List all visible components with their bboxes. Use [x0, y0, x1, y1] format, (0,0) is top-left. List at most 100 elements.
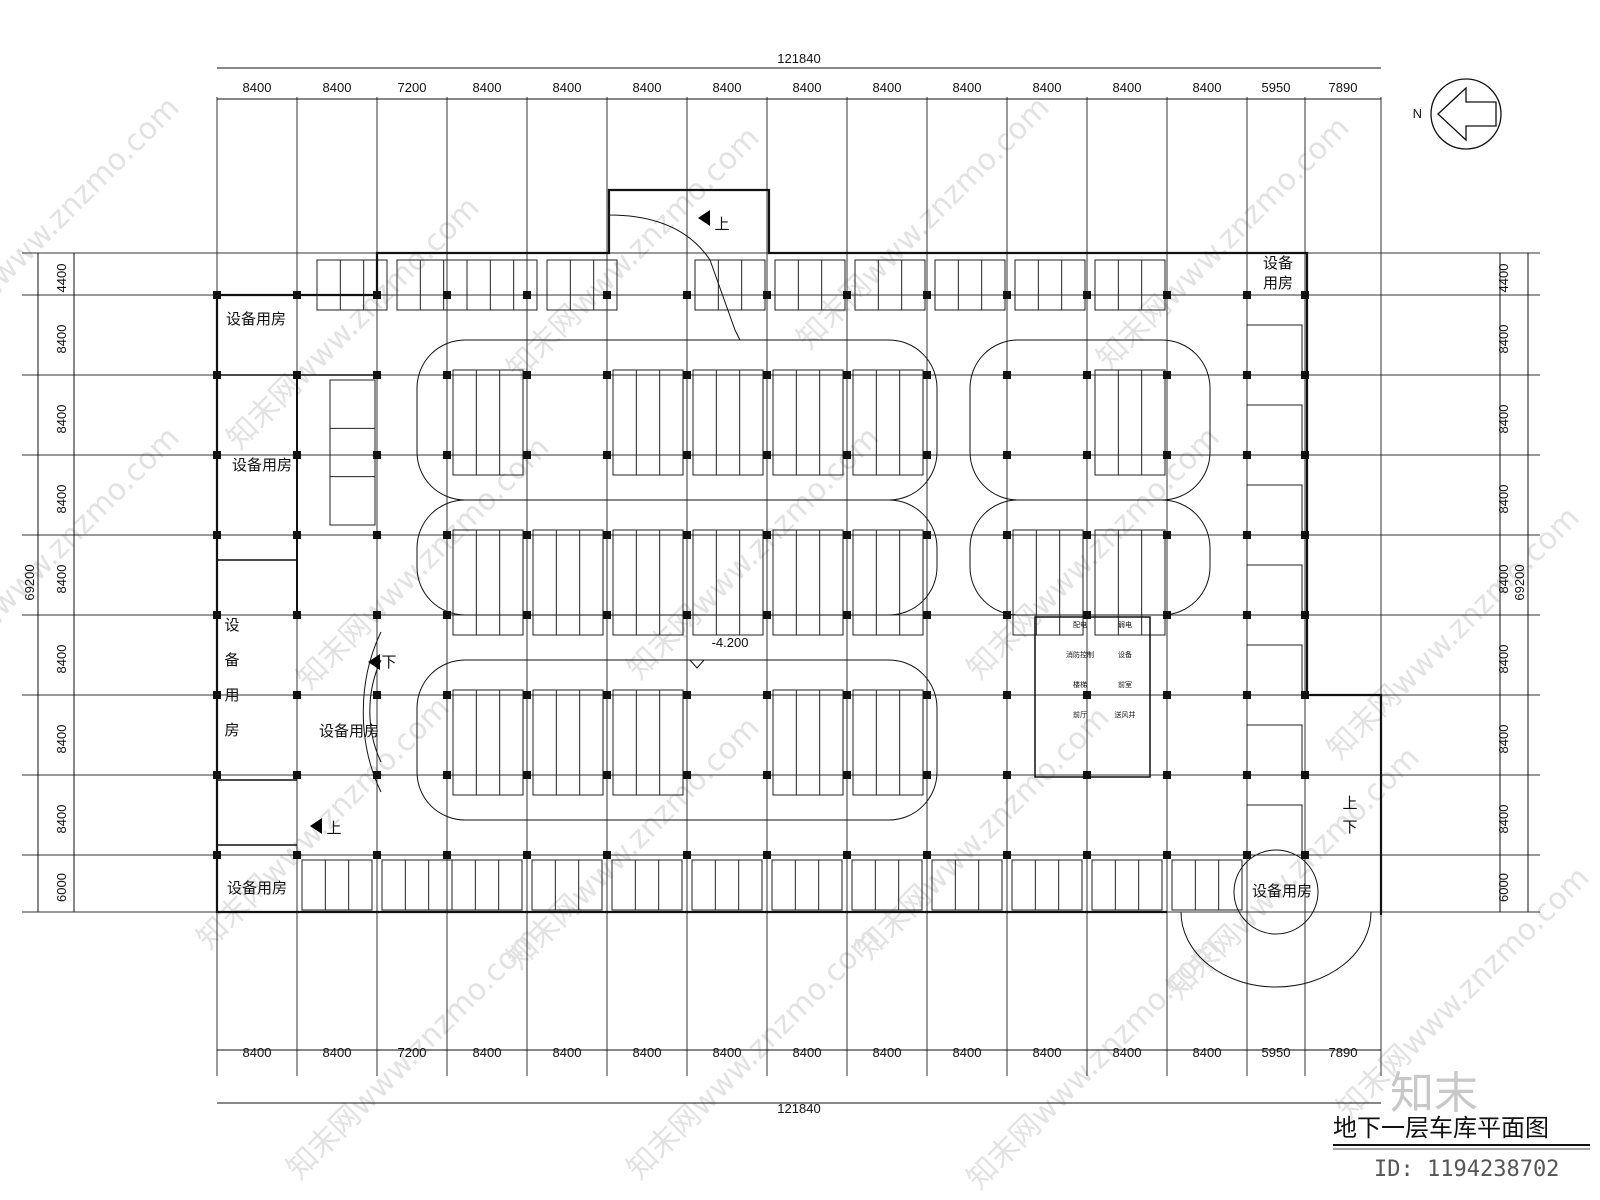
parking-stall-right: [1246, 324, 1303, 376]
parking-stall-block-top: [1094, 259, 1166, 311]
structural-column: [1003, 691, 1011, 699]
room-equipment-label: 设备用房: [227, 879, 287, 897]
structural-column: [1243, 611, 1251, 619]
structural-column: [1243, 291, 1251, 299]
structural-column: [213, 851, 221, 859]
structural-column: [443, 851, 451, 859]
core-room-label: 前厅: [1073, 710, 1087, 719]
north-label: N: [1413, 106, 1422, 121]
room-equipment-label-vertical: 设: [224, 616, 239, 634]
structural-column: [373, 771, 381, 779]
structural-column: [1163, 771, 1171, 779]
room-equipment-label-stacked: 设备: [1263, 254, 1293, 272]
ramp-down-label: 下: [1342, 818, 1357, 836]
dimension-x-label: 8400: [873, 80, 902, 95]
watermark-text: 知末网www.znzmo.com: [0, 420, 186, 686]
structural-column: [1163, 291, 1171, 299]
structural-column: [1243, 771, 1251, 779]
dimension-y-label: 8400: [1496, 805, 1511, 834]
structural-column: [213, 291, 221, 299]
dimension-y-label: 6000: [54, 873, 69, 902]
room-equipment-label: 设备用房: [319, 722, 379, 740]
parking-stall-island: [452, 369, 524, 476]
dimension-y-label: 8400: [54, 485, 69, 514]
structural-column: [843, 691, 851, 699]
structural-column: [843, 371, 851, 379]
dimension-y-label: 8400: [1496, 325, 1511, 354]
structural-column: [603, 451, 611, 459]
structural-column: [923, 771, 931, 779]
parking-stall-island: [1094, 529, 1166, 636]
dimension-x-label: 8400: [1033, 80, 1062, 95]
parking-stall-island: [452, 689, 524, 796]
structural-column: [373, 531, 381, 539]
title-block: 知末 地下一层车库平面图 ID: 1194238702: [1333, 1068, 1590, 1182]
room-labels: 设备用房设备用房设备用房设备用房设备用房设备用房设备用房上上上下下-4.200配…: [224, 210, 1358, 900]
parking-stall-island: [532, 689, 604, 796]
structural-column: [373, 291, 381, 299]
structural-column: [293, 451, 301, 459]
parking-stall-island: [1094, 369, 1166, 476]
structural-column: [843, 851, 851, 859]
dimension-y-label: 8400: [54, 805, 69, 834]
dimension-x-label: 8400: [873, 1045, 902, 1060]
structural-column: [1243, 851, 1251, 859]
structural-column: [293, 771, 301, 779]
dimension-y-label: 6000: [1496, 873, 1511, 902]
structural-column: [1163, 371, 1171, 379]
dimension-x-label: 8400: [713, 80, 742, 95]
parking-stall-island: [692, 369, 764, 476]
structural-column: [763, 291, 771, 299]
structural-column: [843, 611, 851, 619]
parking-stall-block-bottom: [301, 859, 373, 911]
structural-column: [293, 851, 301, 859]
dimension-x-label: 8400: [243, 1045, 272, 1060]
parking-stall-block-top: [546, 259, 618, 311]
parking-stall-block-bottom: [1171, 859, 1243, 911]
watermark-text: 知末网www.znzmo.com: [0, 90, 186, 356]
parking-stall-island: [772, 689, 844, 796]
room-equipment-label-vertical: 用: [224, 686, 239, 704]
structural-column: [1003, 451, 1011, 459]
ramp-up-label: 上: [1342, 794, 1357, 812]
dimension-x-label: 8400: [1113, 1045, 1142, 1060]
parking-stall-island: [452, 529, 524, 636]
drawing-title: 地下一层车库平面图: [1333, 1114, 1549, 1142]
parking-stall-island: [612, 689, 684, 796]
dimension-y-label: 8400: [1496, 405, 1511, 434]
core-room-label: 送风井: [1115, 710, 1136, 719]
structural-column: [683, 771, 691, 779]
dimension-x-label: 8400: [953, 80, 982, 95]
dimension-overall-label: 121840: [777, 1101, 820, 1116]
structural-column: [523, 771, 531, 779]
ramp-down-label: 下: [381, 653, 396, 671]
dimension-y-label: 8400: [54, 405, 69, 434]
parking-stall-right: [1246, 564, 1303, 616]
north-arrow: N: [1413, 78, 1502, 150]
parking-stall-block-bottom: [531, 859, 603, 911]
core-room-label: 设备: [1118, 650, 1132, 659]
structural-column: [1301, 291, 1309, 299]
parking-stall-block-top: [466, 259, 538, 311]
structural-column: [763, 851, 771, 859]
structural-column: [1083, 371, 1091, 379]
structural-column: [523, 451, 531, 459]
structural-column: [763, 531, 771, 539]
dimension-x-label: 8400: [1113, 80, 1142, 95]
structural-column: [763, 451, 771, 459]
parking-stall-right: [1246, 404, 1303, 456]
elevation-symbol: [689, 659, 706, 669]
structural-column: [1003, 851, 1011, 859]
dimension-overall-label: 121840: [777, 51, 820, 66]
building-core: [1034, 616, 1151, 778]
structural-column: [1163, 451, 1171, 459]
parking-stall-island: [772, 369, 844, 476]
parking-stall-block-top: [774, 259, 846, 311]
structural-column: [523, 691, 531, 699]
parking-stall-right: [1246, 804, 1303, 856]
parking-stall-block-top: [854, 259, 926, 311]
structural-column: [1243, 531, 1251, 539]
parking-stall-island: [852, 369, 924, 476]
